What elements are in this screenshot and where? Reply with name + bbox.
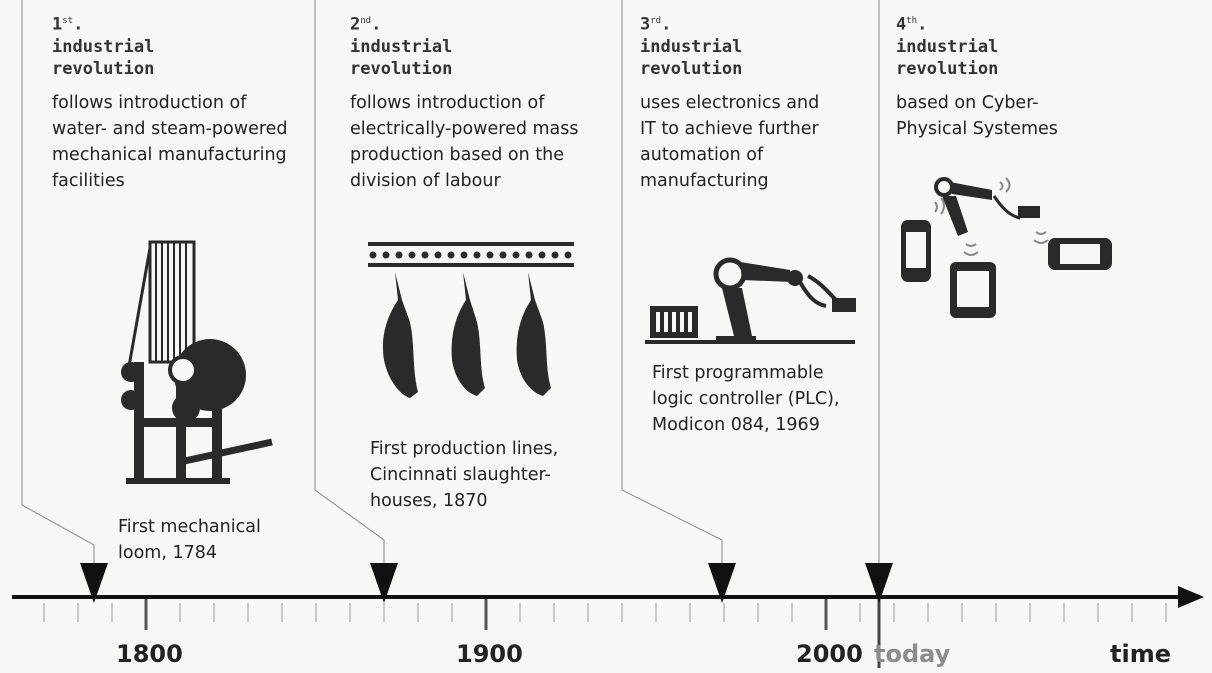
axis-label-today: today (874, 640, 951, 668)
revolution-4-title: 4th. industrial revolution (896, 14, 999, 79)
axis-label-2000: 2000 (796, 640, 863, 668)
axis-label-time: time (1110, 640, 1171, 668)
rail-dot (473, 251, 481, 259)
rail-dot (525, 251, 533, 259)
rail-dot (395, 251, 403, 259)
rail-dot (369, 251, 377, 259)
marker-1870 (370, 563, 398, 603)
rail-dot (486, 251, 494, 259)
revolution-2-title: 2nd. industrial revolution (350, 14, 453, 79)
revolution-3-title: 3rd. industrial revolution (640, 14, 743, 79)
revolution-2-description: follows introduction of electrically-pow… (350, 93, 579, 191)
connector-3 (621, 0, 723, 575)
revolution-4-description: based on Cyber- Physical Systemes (896, 93, 1058, 139)
slaughterhouse-line-icon (368, 242, 574, 398)
revolution-3-caption: First programmable logic controller (PLC… (652, 363, 840, 435)
rail-dot (499, 251, 507, 259)
rail-dot (408, 251, 416, 259)
marker-1969 (708, 563, 736, 603)
connector-2 (314, 0, 385, 575)
rail-dot (538, 251, 546, 259)
revolution-1-title: 1st. industrial revolution (52, 14, 155, 79)
revolution-3-description: uses electronics and IT to achieve furth… (640, 93, 820, 191)
axis-label-1900: 1900 (456, 640, 523, 668)
axis-label-1800: 1800 (116, 640, 183, 668)
rail-dot (421, 251, 429, 259)
rail-dot (460, 251, 468, 259)
axis-arrowhead-icon (1178, 586, 1204, 608)
marker-today (865, 563, 893, 603)
connector-lines (21, 0, 880, 575)
revolution-1-caption: First mechanical loom, 1784 (118, 517, 261, 563)
revolution-1-description: follows introduction of water- and steam… (52, 93, 288, 191)
mechanical-loom-icon (121, 240, 273, 484)
rail-dot (382, 251, 390, 259)
rail-dot (551, 251, 559, 259)
robot-arm-plc-icon (645, 257, 856, 344)
revolution-2-caption: First production lines, Cincinnati slaug… (370, 439, 559, 511)
connector-1 (21, 0, 95, 575)
rail-dot (447, 251, 455, 259)
rail-dot (512, 251, 520, 259)
rail-dot (564, 251, 572, 259)
cyber-physical-devices-icon (901, 177, 1112, 318)
event-markers (80, 563, 893, 603)
marker-1784 (80, 563, 108, 603)
time-axis (12, 585, 1204, 668)
rail-dot (434, 251, 442, 259)
